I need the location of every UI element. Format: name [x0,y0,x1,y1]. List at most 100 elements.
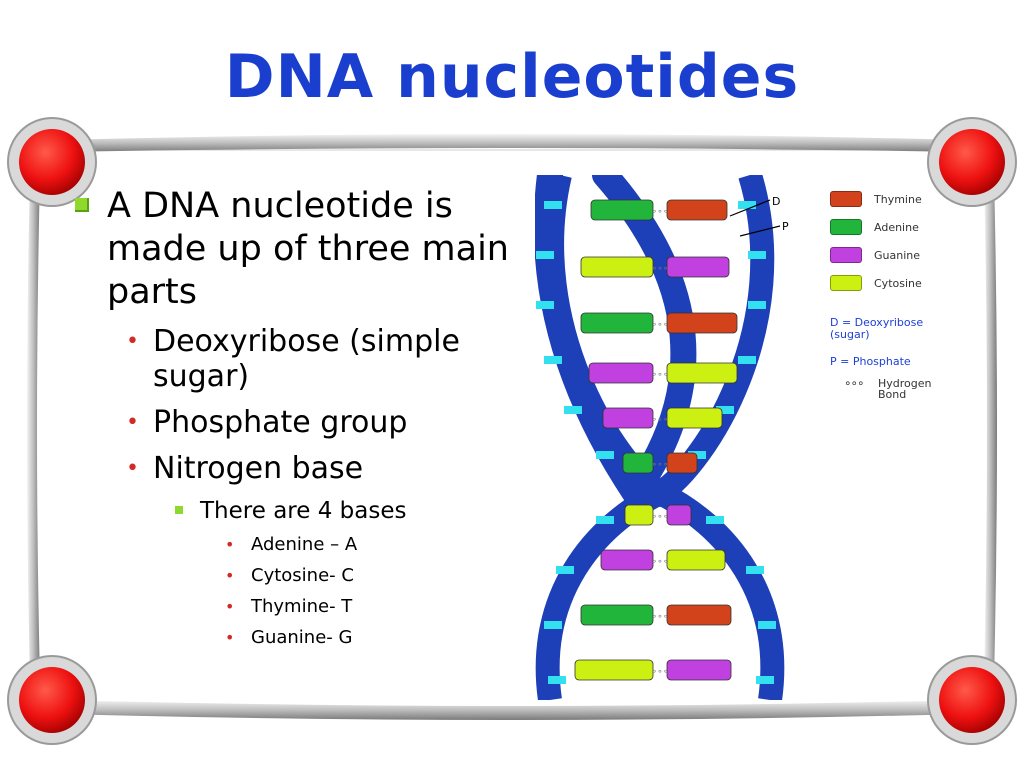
legend-label: Thymine [874,192,922,206]
callout-p: P [782,220,789,233]
base-right [666,504,692,526]
base-right [666,199,728,221]
base-left [590,199,654,221]
phosphate-mark [596,451,614,459]
base-left [588,362,654,384]
sub-bullet-text: There are 4 bases [200,498,407,524]
base-right [666,549,726,571]
hydrogen-bond-icon: ∘∘∘ [652,264,669,274]
legend-item: Cytosine [830,269,950,297]
phosphate-mark [706,516,724,524]
base-cytosine: Cytosine- C [251,565,354,586]
dot-bullet-icon: • [126,329,139,354]
phosphate-mark [548,676,566,684]
base-left [624,504,654,526]
legend-swatch-icon [830,191,862,207]
legend-note-hydrogen-bond: ∘∘∘ Hydrogen Bond [830,376,948,401]
base-right [666,407,723,429]
legend-item: Guanine [830,241,950,269]
phosphate-mark [748,251,766,259]
corner-knob-bottom-left [7,655,97,745]
base-left [622,452,654,474]
dot-bullet-icon: • [225,535,235,554]
list-item: • Guanine- G [75,626,535,650]
base-left [602,407,654,429]
list-item: • Phosphate group [75,405,535,440]
legend-note-deoxyribose: D = Deoxyribose (sugar) [830,316,924,341]
phosphate-mark [738,201,756,209]
hydrogen-bond-icon: ∘∘∘ [652,612,669,622]
dna-double-helix: ∘∘∘ ∘∘∘ ∘∘∘ ∘∘∘ ∘∘∘ ∘∘∘ ∘∘∘ ∘∘∘ ∘∘∘ ∘∘∘ [535,175,785,700]
phosphate-mark [748,301,766,309]
page-title: DNA nucleotides [224,42,800,112]
corner-knob-bottom-right [927,655,1017,745]
hydrogen-bond-icon: ∘∘∘ [652,512,669,522]
phosphate-mark [738,356,756,364]
list-item: • Deoxyribose (simple sugar) [75,324,535,394]
phosphate-mark [756,676,774,684]
hydrogen-bond-icon: ∘∘∘ [652,460,669,470]
legend-label: Guanine [874,248,921,262]
phosphate-mark [544,356,562,364]
hydrogen-bond-icon: ∘∘∘ [652,320,669,330]
legend-label: Adenine [874,220,919,234]
corner-knob-top-left [7,117,97,207]
base-left [580,604,654,626]
legend-item: Thymine [830,185,950,213]
legend-note-phosphate: P = Phosphate [830,355,911,368]
dot-bullet-icon: • [126,410,139,435]
hydrogen-bond-icon: ∘∘∘ [652,370,669,380]
base-left [580,312,654,334]
legend-swatch-icon [830,275,862,291]
list-item: • Adenine – A [75,533,535,557]
phosphate-mark [544,621,562,629]
base-right [666,604,732,626]
dot-bullet-icon: • [126,456,139,481]
hydrogen-bond-icon: ∘∘∘ [652,415,669,425]
legend-item: Adenine [830,213,950,241]
base-left [574,659,654,681]
base-left [600,549,654,571]
sub-bullet: There are 4 bases [75,497,535,525]
base-right [666,659,732,681]
hydrogen-bond-icon: ∘∘∘ [652,667,669,677]
phosphate-mark [596,516,614,524]
part-phosphate: Phosphate group [153,405,408,440]
list-item: • Cytosine- C [75,564,535,588]
callout-d: D [772,195,781,208]
phosphate-mark [688,451,706,459]
bullet-main-text: A DNA nucleotide is made up of three mai… [107,186,509,312]
hydrogen-bond-icon: ∘∘∘ [652,557,669,567]
dot-bullet-icon: • [225,597,235,616]
base-right [666,256,730,278]
base-thymine: Thymine- T [251,596,353,617]
phosphate-mark [564,406,582,414]
dot-bullet-icon: • [225,628,235,647]
base-right [666,362,738,384]
phosphate-mark [544,201,562,209]
square-bullet-icon [75,198,89,212]
list-item: • Thymine- T [75,595,535,619]
legend-swatch-icon [830,219,862,235]
legend-note-hydrogen-bond-text: Hydrogen Bond [878,377,932,401]
legend-label: Cytosine [874,276,922,290]
dot-bullet-icon: • [225,566,235,585]
hydrogen-bond-icon: ∘∘∘ [652,207,669,217]
phosphate-mark [536,301,554,309]
bullet-list: A DNA nucleotide is made up of three mai… [75,185,535,657]
phosphate-mark [758,621,776,629]
legend-swatch-icon [830,247,862,263]
base-right [666,312,738,334]
base-left [580,256,654,278]
callout-lines [729,199,781,237]
base-adenine: Adenine – A [251,534,358,555]
hydrogen-bond-icon: ∘∘∘ [844,376,865,390]
phosphate-mark [716,406,734,414]
part-nitrogen-base: Nitrogen base [153,451,364,486]
phosphate-mark [556,566,574,574]
square-bullet-icon [175,506,183,514]
base-guanine: Guanine- G [251,627,353,648]
